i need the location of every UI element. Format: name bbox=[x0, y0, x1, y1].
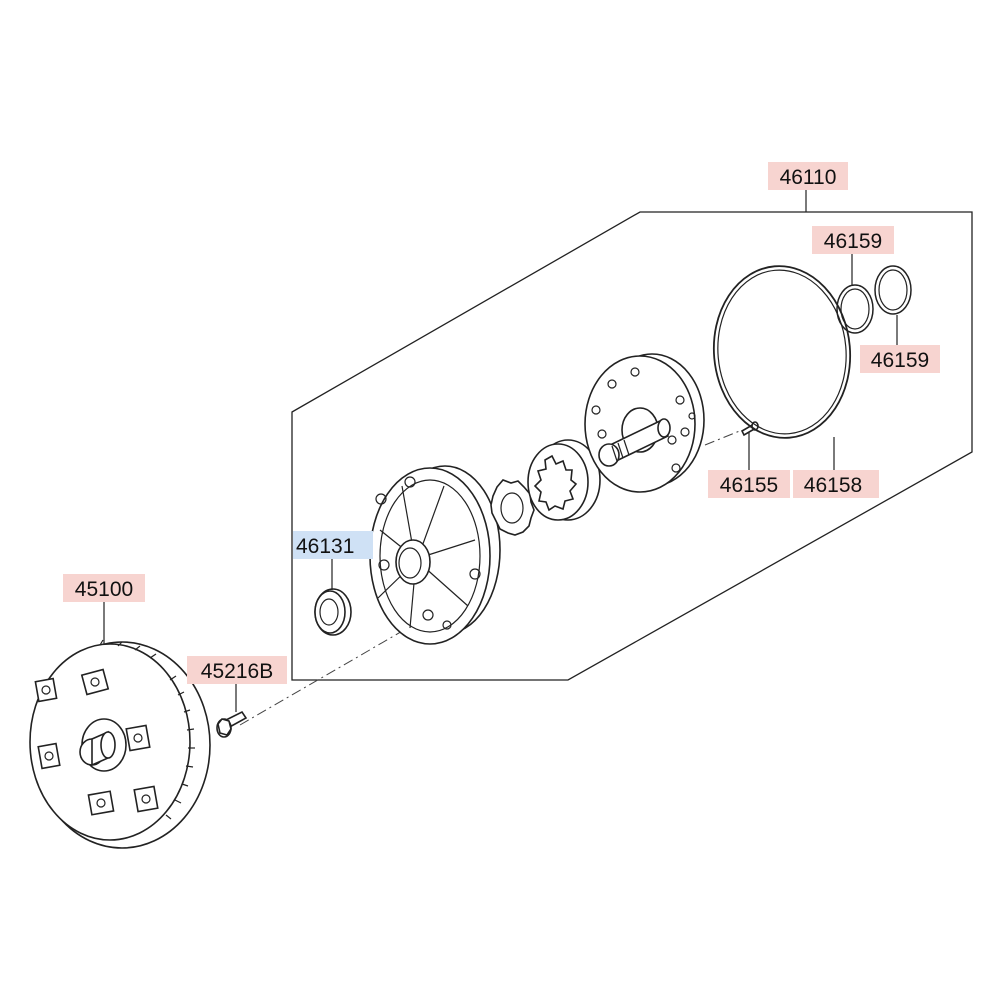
callout-45100[interactable]: 45100 bbox=[63, 574, 145, 602]
seal-ring-part-2[interactable] bbox=[874, 265, 912, 315]
callout-46159-upper-text: 46159 bbox=[824, 230, 882, 253]
callout-46110-text: 46110 bbox=[780, 166, 837, 189]
callout-46159-upper[interactable]: 46159 bbox=[812, 226, 894, 254]
callout-46131-text: 46131 bbox=[296, 535, 354, 558]
driven-gear-part[interactable] bbox=[527, 439, 601, 521]
callout-46131[interactable]: 46131 bbox=[293, 531, 373, 559]
bolt-part[interactable] bbox=[216, 710, 248, 738]
o-ring-part[interactable] bbox=[707, 260, 857, 443]
pump-housing-part[interactable] bbox=[369, 465, 501, 645]
torque-converter-part[interactable] bbox=[29, 639, 211, 849]
callout-46159-lower[interactable]: 46159 bbox=[860, 345, 940, 373]
ring-teeth bbox=[99, 639, 195, 820]
callout-46110[interactable]: 46110 bbox=[768, 162, 848, 190]
callout-46159-lower-text: 46159 bbox=[871, 349, 929, 372]
assembly-frame bbox=[291, 211, 973, 681]
o-ring-inner bbox=[717, 269, 847, 435]
oil-seal-part[interactable] bbox=[314, 588, 352, 636]
center-axis bbox=[239, 621, 419, 726]
callout-45216B-text: 45216B bbox=[201, 660, 273, 683]
callout-45216B[interactable]: 45216B bbox=[187, 656, 287, 684]
pump-cover-part[interactable] bbox=[584, 353, 705, 493]
pin-part[interactable] bbox=[740, 421, 759, 437]
center-axis-upper bbox=[704, 429, 743, 446]
callout-46155[interactable]: 46155 bbox=[708, 470, 790, 498]
callout-46158[interactable]: 46158 bbox=[793, 470, 879, 498]
drive-gear-part[interactable] bbox=[490, 479, 535, 536]
callout-45100-text: 45100 bbox=[75, 578, 133, 601]
callout-46155-text: 46155 bbox=[720, 474, 778, 497]
callout-46158-text: 46158 bbox=[804, 474, 862, 497]
seal-ring-part-1[interactable] bbox=[836, 284, 874, 334]
